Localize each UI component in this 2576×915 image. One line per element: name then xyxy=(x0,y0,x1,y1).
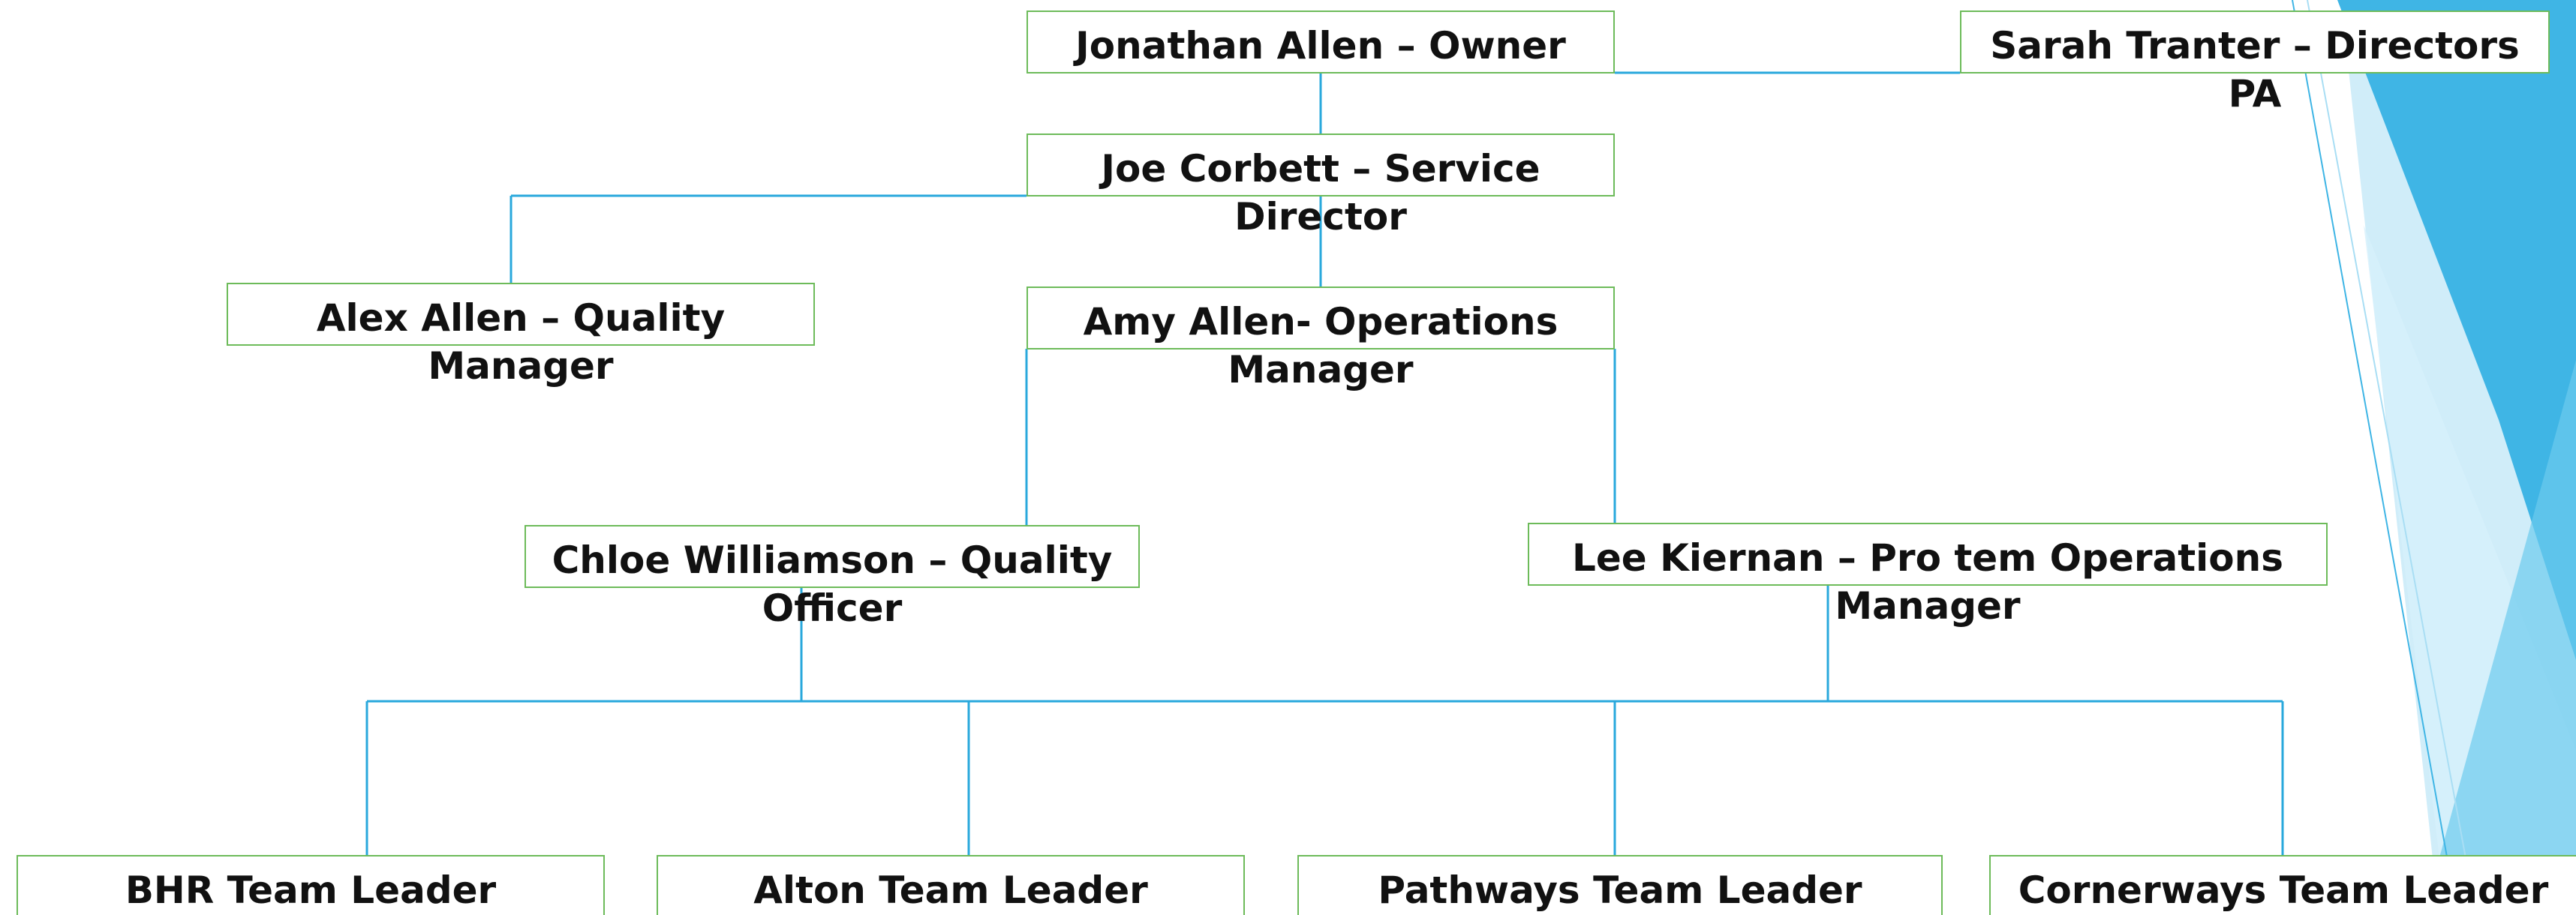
node-service-director: Joe Corbett – Service Director xyxy=(1026,134,1615,238)
node-owner-label: Jonathan Allen – Owner xyxy=(1075,24,1566,68)
node-pathways-team-leader: Pathways Team Leader xyxy=(1297,855,1943,915)
accent-line-1 xyxy=(2292,0,2458,915)
node-directors-pa: Sarah Tranter – Directors PA xyxy=(1960,10,2550,116)
accent-triangle-mid xyxy=(2424,360,2576,915)
node-bhr-team-leader-label: BHR Team Leader xyxy=(125,868,497,912)
node-pro-tem-operations-manager: Lee Kiernan – Pro tem Operations Manager xyxy=(1528,523,2328,628)
node-operations-manager-label: Amy Allen- Operations Manager xyxy=(1083,300,1559,392)
node-alton-team-leader-label: Alton Team Leader xyxy=(753,868,1148,912)
node-quality-officer: Chloe Williamson – Quality Officer xyxy=(525,525,1140,630)
node-quality-manager: Alex Allen – Quality Manager xyxy=(227,283,815,388)
node-directors-pa-label: Sarah Tranter – Directors PA xyxy=(1990,24,2520,116)
node-pathways-team-leader-label: Pathways Team Leader xyxy=(1378,868,1862,912)
node-bhr-team-leader: BHR Team Leader xyxy=(17,855,605,915)
accent-line-2 xyxy=(2307,0,2477,915)
node-operations-manager: Amy Allen- Operations Manager xyxy=(1026,286,1615,392)
node-owner: Jonathan Allen – Owner xyxy=(1026,10,1615,74)
node-cornerways-team-leader-label: Cornerways Team Leader xyxy=(2018,868,2549,912)
node-quality-officer-label: Chloe Williamson – Quality Officer xyxy=(552,538,1113,630)
node-pro-tem-operations-manager-label: Lee Kiernan – Pro tem Operations Manager xyxy=(1571,536,2284,628)
node-alton-team-leader: Alton Team Leader xyxy=(657,855,1245,915)
node-cornerways-team-leader: Cornerways Team Leader xyxy=(1989,855,2576,915)
node-quality-manager-label: Alex Allen – Quality Manager xyxy=(316,296,726,388)
node-service-director-label: Joe Corbett – Service Director xyxy=(1101,147,1540,238)
accent-triangle-dark xyxy=(2337,0,2576,660)
